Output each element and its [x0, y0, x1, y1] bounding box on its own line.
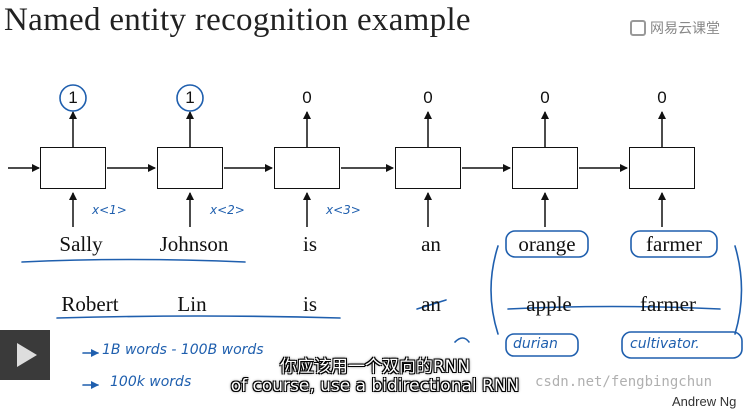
sentence1-word-2: Johnson: [159, 232, 229, 256]
an-strike: [416, 299, 447, 310]
author-credit: Andrew Ng: [672, 394, 737, 409]
output-label-5: 0: [540, 88, 550, 107]
logo-text: 网易云课堂: [650, 21, 720, 37]
sentence2-underline-left: [56, 315, 341, 319]
output-circle-2: [176, 84, 204, 112]
play-button[interactable]: [0, 330, 50, 380]
squiggle-mark: [454, 337, 470, 343]
sentence2-word-6: farmer: [640, 292, 696, 316]
sentence2-word-1: Robert: [61, 292, 119, 316]
input-label-2: x<2>: [210, 203, 245, 217]
sentence2-word-2: Lin: [177, 292, 207, 316]
cultivator-box: [621, 331, 743, 359]
input-label-1: x<1>: [92, 203, 127, 217]
sentence1-word-4: an: [421, 232, 441, 256]
play-icon: [17, 343, 37, 367]
sentence2-word-5: apple: [526, 292, 572, 316]
output-label-2: 1: [185, 88, 195, 107]
output-label-3: 0: [302, 88, 312, 107]
output-circle-1: [59, 84, 87, 112]
orange-durian-link: [490, 245, 499, 335]
handwritten-cultivator: cultivator.: [630, 336, 700, 352]
handwritten-note-2: 100k words: [110, 374, 192, 390]
sentence1-word-6: farmer: [646, 232, 702, 256]
rnn-cell-2: [157, 147, 223, 189]
rnn-cell-3: [274, 147, 340, 189]
sentence2-strike-right: [507, 305, 721, 310]
output-label-4: 0: [423, 88, 433, 107]
output-label-6: 0: [657, 88, 667, 107]
rnn-cell-5: [512, 147, 578, 189]
slide-title: Named entity recognition example: [4, 2, 471, 38]
sentence1-word-5: orange: [518, 232, 576, 256]
farmer-box: [630, 230, 718, 258]
rnn-cell-4: [395, 147, 461, 189]
orange-box: [505, 230, 589, 258]
input-arrows: [69, 192, 666, 227]
watermark: csdn.net/fengbingchun: [535, 374, 713, 390]
sentence1-underline: [21, 258, 246, 263]
farmer-cultivator-link: [734, 245, 743, 335]
subtitle-chinese: 你应该用一个双向的RNN: [279, 357, 471, 377]
handwritten-durian: durian: [513, 336, 558, 352]
rnn-cell-1: [40, 147, 106, 189]
durian-box: [505, 333, 579, 357]
sentence2-word-3: is: [302, 292, 318, 316]
subtitle-english: of course, use a bidirectional RNN: [230, 376, 520, 396]
output-label-1: 1: [68, 88, 78, 107]
input-label-3: x<3>: [326, 203, 361, 217]
handwritten-note-1: 1B words - 100B words: [102, 342, 264, 358]
logo-icon: [630, 20, 646, 36]
rnn-cell-6: [629, 147, 695, 189]
sentence1-word-1: Sally: [59, 232, 103, 256]
sentence1-word-3: is: [302, 232, 318, 256]
output-arrows: [69, 111, 666, 147]
sentence2-word-4: an: [421, 292, 441, 316]
netease-logo: 网易云课堂: [630, 18, 720, 38]
